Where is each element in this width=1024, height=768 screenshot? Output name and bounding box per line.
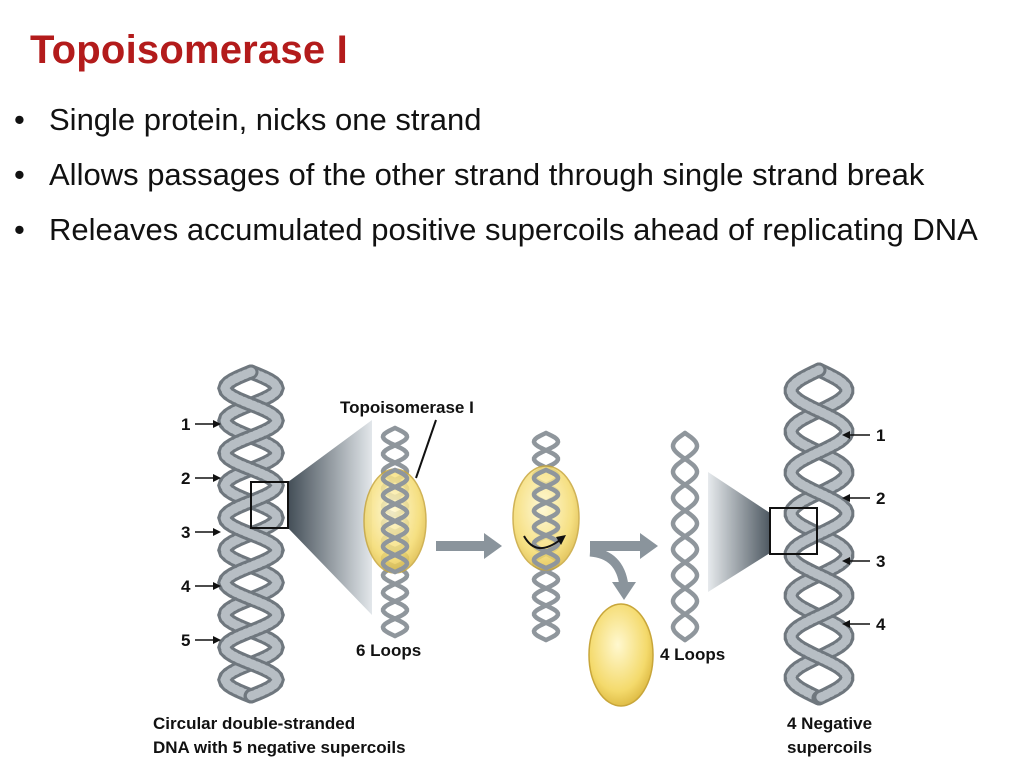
dna-helix-six-loops: [380, 425, 410, 639]
supercoil-number: 4: [876, 615, 886, 634]
enzyme-label-leader: [415, 419, 437, 479]
supercoil-number: 1: [876, 426, 885, 445]
supercoil-number: 3: [181, 523, 190, 542]
enzyme-label: Topoisomerase I: [340, 398, 474, 417]
supercoil-number: 3: [876, 552, 885, 571]
supercoiled-dna-left: [217, 364, 285, 704]
process-arrow-right-icon: [436, 533, 502, 559]
bullet-item: • Single protein, nicks one strand: [0, 98, 1010, 142]
zoom-fan-right: [708, 472, 770, 592]
bullet-item: • Allows passages of the other strand th…: [0, 153, 1010, 197]
process-arrow-right-icon: [590, 533, 658, 559]
topoisomerase-enzyme-nicking: [512, 465, 580, 571]
supercoil-number: 2: [181, 469, 190, 488]
topoisomerase-enzyme: [363, 468, 427, 574]
strand-rotation-arrow-icon: [523, 535, 561, 549]
bullet-text: Releaves accumulated positive supercoils…: [49, 212, 978, 247]
supercoil-numbers-right: 1 2 3 4: [842, 426, 886, 634]
supercoil-number: 1: [181, 415, 190, 434]
supercoiled-dna-right: [783, 362, 855, 706]
supercoil-number: 2: [876, 489, 885, 508]
left-caption-line-2: DNA with 5 negative supercoils: [153, 738, 406, 757]
bullet-text: Single protein, nicks one strand: [49, 102, 482, 137]
loops-after-label: 4 Loops: [660, 645, 725, 664]
right-caption-line-1: 4 Negative: [787, 714, 872, 733]
bullet-marker: •: [14, 157, 25, 192]
loops-before-label: 6 Loops: [356, 641, 421, 660]
topoisomerase-enzyme-released: [588, 603, 654, 707]
left-caption-line-1: Circular double-stranded: [153, 714, 355, 733]
bullet-text: Allows passages of the other strand thro…: [49, 157, 925, 192]
supercoil-number: 5: [181, 631, 190, 650]
bullet-marker: •: [14, 102, 25, 137]
slide-title: Topoisomerase I: [30, 28, 348, 72]
bullet-item: • Releaves accumulated positive supercoi…: [0, 208, 1010, 252]
bullet-marker: •: [14, 212, 25, 247]
dna-helix-nicked: [531, 430, 561, 643]
supercoil-number: 4: [181, 577, 191, 596]
zoom-box-left: [250, 481, 289, 529]
zoom-fan-left: [288, 420, 372, 615]
zoom-box-right: [769, 507, 818, 555]
right-caption-line-2: supercoils: [787, 738, 872, 757]
enzyme-release-arrow-icon: [589, 547, 636, 600]
supercoil-numbers-left: 1 2 3 4 5: [181, 415, 221, 650]
dna-helix-four-loops: [670, 430, 700, 643]
bullet-list: • Single protein, nicks one strand • All…: [0, 98, 1010, 263]
